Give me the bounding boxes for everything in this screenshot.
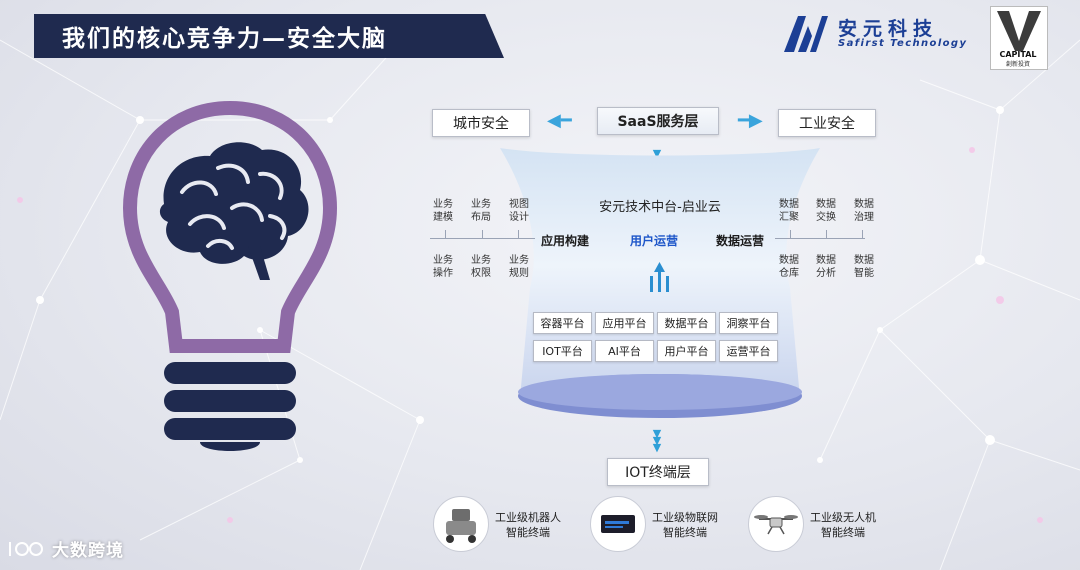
robot-terminal-label: 工业级机器人 智能终端 xyxy=(488,510,568,540)
industrial-safety-label: 工业安全 xyxy=(799,113,855,133)
data-exchange-label: 数据交换 xyxy=(813,198,839,224)
business-layout-label: 业务布局 xyxy=(468,198,494,224)
right-guide-line xyxy=(775,238,865,239)
watermark-logo-icon xyxy=(8,538,48,560)
business-rules-label: 业务规则 xyxy=(506,254,532,280)
tick xyxy=(790,230,791,238)
platform-item: 应用平台 xyxy=(595,312,654,334)
capital-sub-label: 創新投資 xyxy=(990,59,1046,68)
business-operation-label: 业务操作 xyxy=(430,254,456,280)
tick xyxy=(826,230,827,238)
data-governance-label: 数据治理 xyxy=(851,198,877,224)
page-title-banner: 我们的核心竞争力—安全大脑 xyxy=(34,14,504,58)
tick xyxy=(482,230,483,238)
user-ops-label: 用户运营 xyxy=(630,232,678,249)
arrow-left-icon: ◀━ xyxy=(547,110,572,131)
business-permission-label: 业务权限 xyxy=(468,254,494,280)
saas-layer-box: SaaS服务层 xyxy=(597,107,719,135)
app-build-label: 应用构建 xyxy=(541,232,589,249)
industrial-safety-box: 工业安全 xyxy=(778,109,876,137)
data-intelligence-label: 数据智能 xyxy=(851,254,877,280)
tick xyxy=(445,230,446,238)
iot-terminal-label: 工业级物联网 智能终端 xyxy=(645,510,725,540)
brain-bulb-icon xyxy=(120,96,340,456)
business-modeling-label: 业务建模 xyxy=(430,198,456,224)
tick xyxy=(518,230,519,238)
left-guide-line xyxy=(430,238,535,239)
middle-platform-title: 安元技术中台-启业云 xyxy=(560,196,760,215)
brand-name-en: Safirst Technology xyxy=(838,38,967,49)
robot-icon xyxy=(433,496,489,552)
data-aggregation-label: 数据汇聚 xyxy=(776,198,802,224)
capital-v-icon xyxy=(991,7,1047,53)
drone-terminal-label: 工业级无人机 智能终端 xyxy=(803,510,883,540)
data-ops-label: 数据运营 xyxy=(716,232,764,249)
chevron-down-icon: ▼▼▼ xyxy=(647,430,667,451)
city-safety-label: 城市安全 xyxy=(453,113,509,133)
iot-layer-box: IOT终端层 xyxy=(607,458,709,486)
view-design-label: 视图设计 xyxy=(506,198,532,224)
capital-label: CAPITAL xyxy=(990,50,1046,59)
brand-name-cn: 安元科技 xyxy=(838,14,938,41)
middle-platform-funnel xyxy=(500,148,820,428)
platform-item: AI平台 xyxy=(595,340,654,362)
city-safety-box: 城市安全 xyxy=(432,109,530,137)
platform-item: 洞察平台 xyxy=(719,312,778,334)
data-warehouse-label: 数据仓库 xyxy=(776,254,802,280)
data-analysis-label: 数据分析 xyxy=(813,254,839,280)
platform-item: 容器平台 xyxy=(533,312,592,334)
iot-box-icon xyxy=(590,496,646,552)
platform-item: IOT平台 xyxy=(533,340,592,362)
iot-layer-label: IOT终端层 xyxy=(625,462,691,482)
arrow-right-icon: ━▶ xyxy=(738,110,763,131)
platform-item: 数据平台 xyxy=(657,312,716,334)
page-title: 我们的核心竞争力—安全大脑 xyxy=(62,19,387,53)
drone-icon xyxy=(748,496,804,552)
tick xyxy=(862,230,863,238)
saas-layer-label: SaaS服务层 xyxy=(617,111,698,131)
safirst-logo-icon xyxy=(784,16,828,52)
platform-item: 用户平台 xyxy=(657,340,716,362)
watermark-text: 大数跨境 xyxy=(52,536,124,561)
platform-item: 运营平台 xyxy=(719,340,778,362)
